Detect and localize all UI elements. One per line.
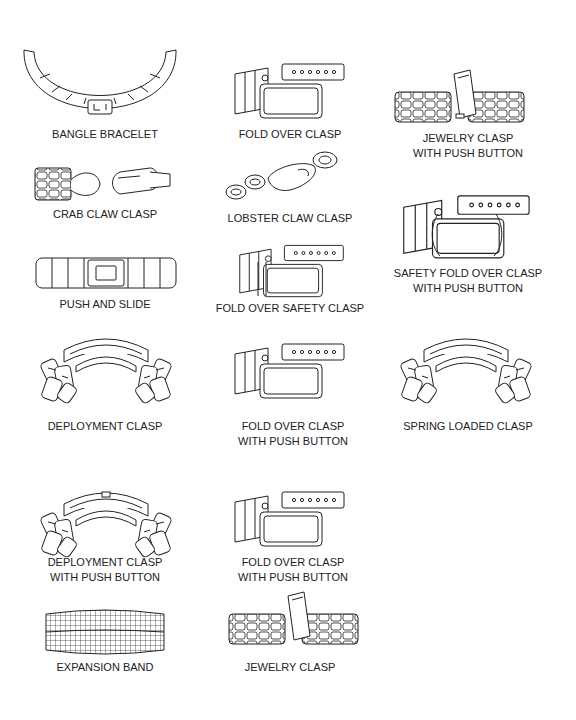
clasp-label: PUSH AND SLIDE [59, 297, 150, 312]
clasp-label: EXPANSION BAND [57, 660, 154, 675]
clasp-label: BANGLE BRACELET [52, 127, 158, 142]
clasp-label: LOBSTER CLAW CLASP [228, 211, 353, 226]
clasp-label: DEPLOYMENT CLASP WITH PUSH BUTTON [35, 555, 175, 585]
clasp-label: SAFETY FOLD OVER CLASP WITH PUSH BUTTON [383, 266, 553, 296]
clasp-label: JEWELRY CLASP [245, 660, 336, 675]
clasp-label: CRAB CLAW CLASP [53, 207, 157, 222]
clasp-label: FOLD OVER CLASP [239, 127, 342, 142]
clasp-label: FOLD OVER CLASP WITH PUSH BUTTON [231, 555, 356, 585]
clasp-label: FOLD OVER CLASP WITH PUSH BUTTON [231, 419, 356, 449]
clasp-label: FOLD OVER SAFETY CLASP [216, 301, 364, 316]
clasp-label: DEPLOYMENT CLASP [48, 419, 163, 434]
clasp-label: JEWELRY CLASP WITH PUSH BUTTON [409, 131, 527, 161]
clasp-label: SPRING LOADED CLASP [403, 419, 533, 434]
